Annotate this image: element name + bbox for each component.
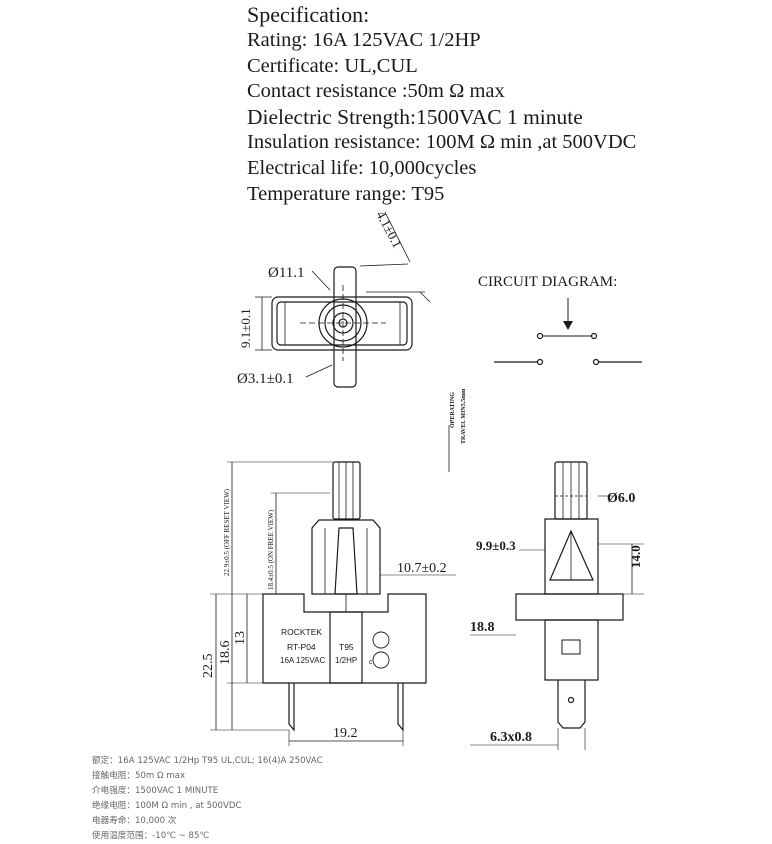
cn-temperature-range: 使用温度范围：-10℃ ~ 85℃ — [92, 831, 210, 841]
dim-18-6: 18.6 — [218, 641, 233, 666]
dim-dia-6: Ø6.0 — [607, 491, 635, 506]
dim-22-9: 22.9±0.5 (OFF RESET VIEW) — [223, 488, 231, 576]
spec-dielectric-value: :1500VAC 1 minute — [409, 104, 583, 129]
label-hp: 1/2HP — [335, 656, 357, 665]
chinese-spec-list: 额定：16A 125VAC 1/2Hp T95 UL,CUL; 16(4)A 2… — [92, 754, 323, 844]
label-brand: ROCKTEK — [281, 627, 322, 637]
dim-6-3: 6.3x0.8 — [490, 730, 532, 745]
dim-19-2: 19.2 — [333, 726, 358, 741]
dim-height-9: 9.1±0.1 — [238, 308, 253, 348]
circuit-diagram — [494, 298, 642, 366]
spec-contact-resistance: Contact resistance :50m Ω max — [247, 80, 505, 103]
spec-electrical-life: Electrical life: 10,000cycles — [247, 156, 477, 179]
dim-14: 14.0 — [628, 545, 643, 568]
spec-heading: Specification: — [247, 2, 370, 27]
dim-13: 13 — [233, 631, 248, 645]
spec-dielectric-label: Dielectric Strength — [247, 104, 410, 129]
label-model: RT-P04 — [287, 642, 316, 652]
circuit-title: CIRCUIT DIAGRAM: — [478, 274, 617, 290]
cn-dielectric-strength: 介电强度：1500VAC 1 MINUTE — [92, 786, 219, 796]
dim-9-9: 9.9±0.3 — [476, 538, 516, 553]
cn-insulation-resistance: 绝缘电阻：100M Ω min , at 500VDC — [92, 801, 242, 811]
cn-contact-resistance: 接触电阻：50m Ω max — [92, 771, 186, 781]
dim-4: 4.1±0.1 — [373, 208, 405, 250]
top-view — [255, 211, 431, 388]
operating-label: OPERATING — [450, 392, 456, 428]
label-t95: T95 — [339, 642, 354, 652]
spec-insulation-resistance: Insulation resistance: 100M Ω min ,at 50… — [247, 131, 637, 154]
dim-10-7: 10.7±0.2 — [397, 561, 447, 576]
dim-18-8: 18.8 — [470, 620, 495, 635]
cn-electrical-life: 电器寿命：10,000 次 — [92, 816, 177, 826]
front-view — [210, 461, 456, 746]
cn-rating: 额定：16A 125VAC 1/2Hp T95 UL,CUL; 16(4)A 2… — [92, 756, 323, 766]
specification-block: Specification: Rating: 16A 125VAC 1/2HP … — [247, 2, 636, 207]
dim-dia-11: Ø11.1 — [268, 265, 305, 281]
spec-certificate: Certificate: UL,CUL — [247, 54, 418, 77]
dim-22-5: 22.5 — [201, 654, 216, 679]
spec-temperature-range: Temperature range: T95 — [247, 182, 445, 205]
label-rating: 16A 125VAC — [280, 656, 325, 665]
spec-dielectric-strength: Dielectric Strength:1500VAC 1 minute — [247, 105, 636, 131]
dim-dia-3: Ø3.1±0.1 — [237, 371, 294, 387]
travel-label: TRAVEL MIN5.5mm — [461, 389, 467, 444]
ul-c-mark: c — [369, 659, 373, 666]
side-view — [448, 425, 644, 750]
spec-rating: Rating: 16A 125VAC 1/2HP — [247, 29, 481, 51]
dim-18-4: 18.4±0.5 (ON FREE VIEW) — [267, 509, 275, 590]
